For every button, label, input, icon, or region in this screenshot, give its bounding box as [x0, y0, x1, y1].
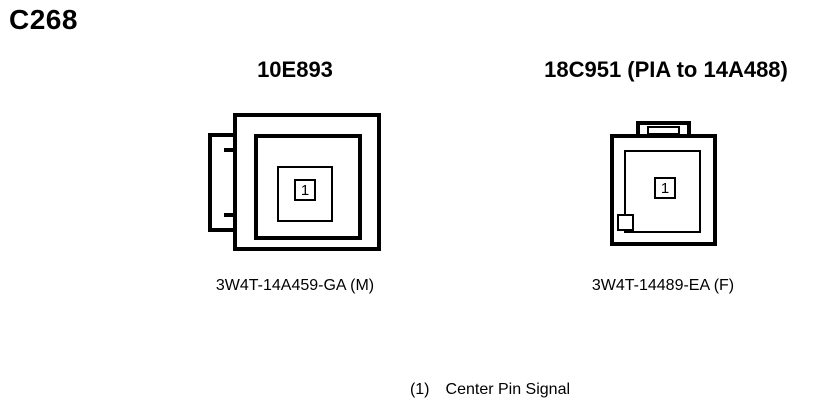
connector-left-name: 10E893 [257, 57, 333, 82]
male-tab-notch-top-icon [224, 148, 236, 152]
legend-signal-name: Center Pin Signal [445, 381, 571, 398]
female-connector-key-notch [617, 214, 634, 231]
male-connector-inner-shell [254, 134, 362, 240]
female-connector-inner-shell [624, 150, 701, 233]
connector-left-part-number: 3W4T-14A459-GA (M) [215, 277, 375, 294]
female-pin-1: 1 [654, 177, 676, 199]
connector-right-part-number: 3W4T-14489-EA (F) [591, 277, 735, 294]
legend-pin-ref: (1) [409, 381, 430, 398]
male-pin-1: 1 [294, 179, 316, 201]
pin-legend: (1) Center Pin Signal [300, 381, 680, 399]
connector-right-name: 18C951 (PIA to 14A488) [544, 57, 788, 82]
page-title: C268 [9, 4, 78, 35]
male-tab-notch-bottom-icon [224, 213, 236, 217]
